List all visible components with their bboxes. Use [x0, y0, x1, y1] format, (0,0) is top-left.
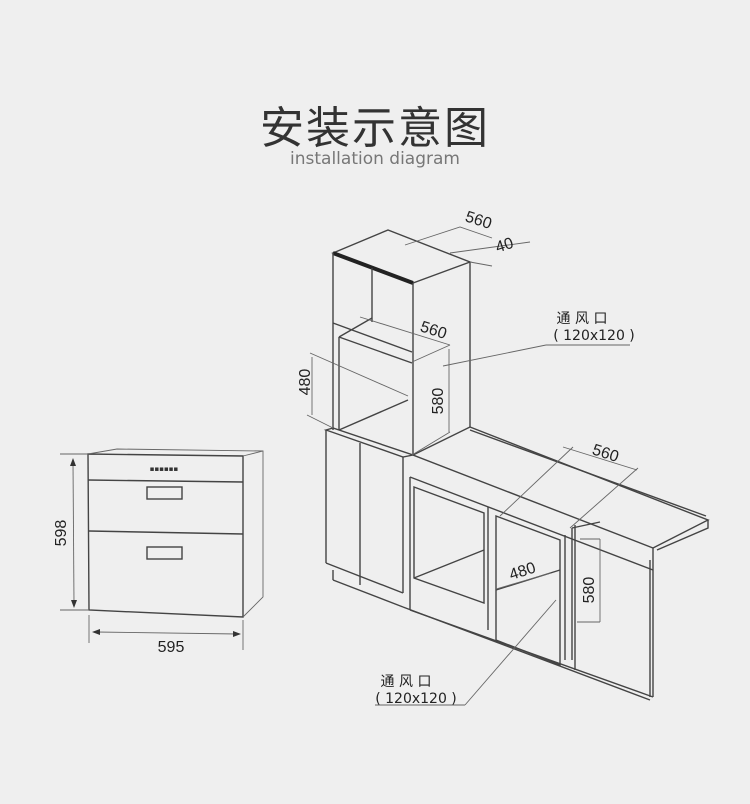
kitchen-cabinets-drawing: 560 40 560 580 480 通 风 口 ( 120x120 ) 560… — [297, 209, 710, 707]
base-vent-size: ( 120x120 ) — [375, 691, 457, 707]
width-label: 595 — [158, 639, 185, 656]
page-subtitle: installation diagram — [290, 149, 460, 169]
tall-vent-size: ( 120x120 ) — [553, 328, 635, 344]
base-vent-label: 通 风 口 — [381, 674, 432, 690]
base-niche-width-label: 480 — [507, 559, 538, 583]
base-niche-height-label: 580 — [581, 577, 598, 604]
tall-niche-depth-label: 560 — [418, 319, 449, 343]
tall-vent-label: 通 风 口 — [557, 311, 608, 327]
tall-niche-height-label: 580 — [430, 388, 447, 415]
tall-top-gap-label: 40 — [494, 235, 516, 257]
disinfection-cabinet-drawing: ▪▪▪▪▪▪ 598 595 — [53, 448, 264, 656]
width-dimension-line — [95, 631, 238, 635]
drawer-handle-upper — [146, 486, 183, 500]
page-title: 安装示意图 — [260, 103, 490, 154]
tall-niche-width-label: 480 — [297, 369, 314, 396]
height-label: 598 — [53, 520, 70, 547]
control-panel-buttons: ▪▪▪▪▪▪ — [150, 465, 179, 473]
drawer-handle-lower — [146, 546, 183, 560]
base-niche-depth-label: 560 — [590, 442, 621, 466]
height-dimension-line — [72, 461, 75, 605]
